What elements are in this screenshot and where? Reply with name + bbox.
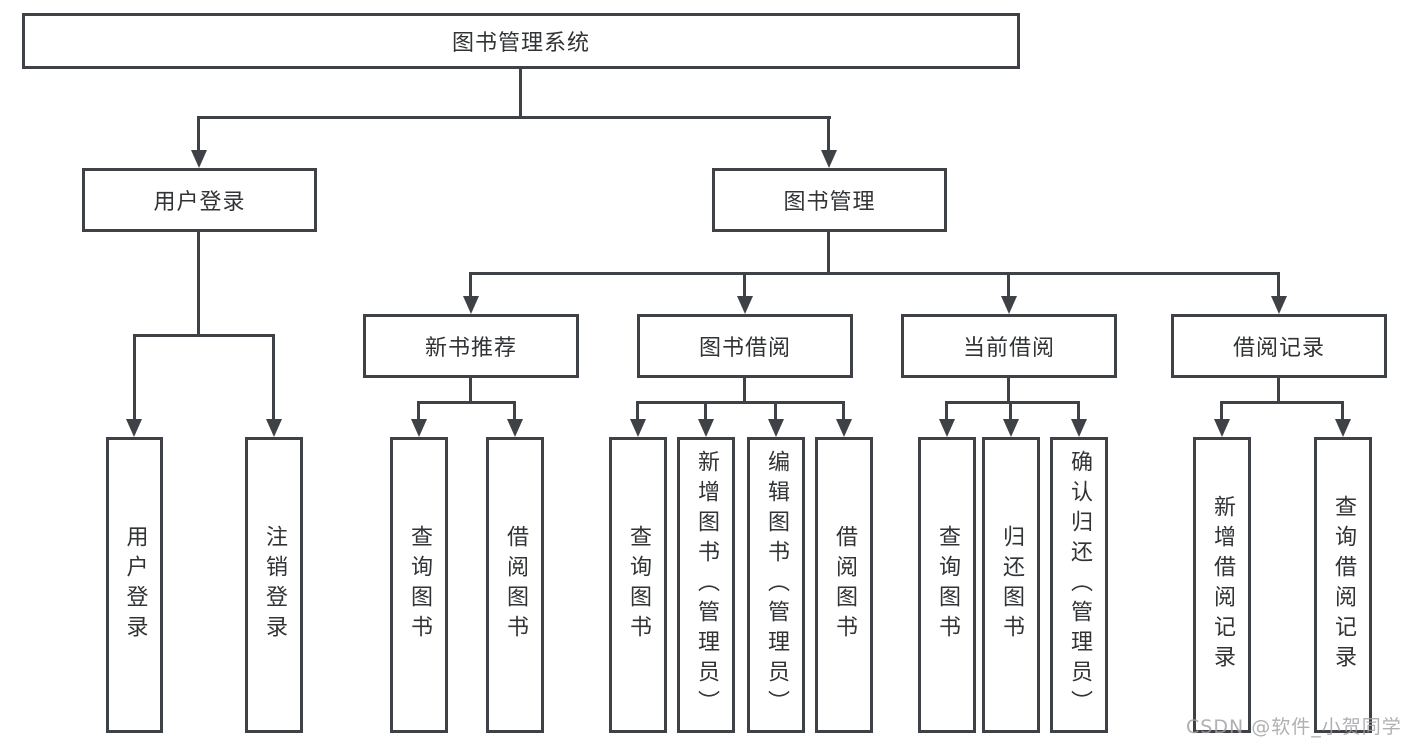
node-label: 借阅记录: [1232, 336, 1325, 361]
node-label: 图书借阅: [698, 336, 791, 361]
node-leaf-edit-books-admin: 编辑图书（管理员）: [747, 437, 805, 733]
connector-line: [272, 334, 275, 420]
connector-line: [1277, 378, 1280, 403]
node-label: 借阅图书: [832, 525, 857, 645]
node-label: 编辑图书（管理员）: [764, 450, 789, 720]
connector-line: [743, 378, 746, 403]
node-leaf-user-login: 用户登录: [106, 437, 163, 733]
connector-line: [519, 69, 522, 117]
node-leaf-query-borrow-record: 查询借阅记录: [1314, 437, 1372, 733]
arrow-down-icon: [630, 419, 646, 437]
connector-line: [417, 401, 516, 404]
node-leaf-query-books-3: 查询图书: [918, 437, 976, 733]
node-label: 用户登录: [122, 525, 148, 645]
arrow-down-icon: [737, 296, 753, 314]
connector-line: [743, 272, 746, 298]
connector-line: [704, 401, 707, 420]
connector-line: [1007, 378, 1010, 403]
arrow-down-icon: [1001, 296, 1017, 314]
connector-line: [827, 116, 830, 151]
node-label: 新书推荐: [424, 336, 517, 361]
node-user-login: 用户登录: [82, 168, 317, 232]
arrow-down-icon: [266, 419, 282, 437]
connector-line: [197, 232, 200, 335]
arrow-down-icon: [836, 419, 852, 437]
node-leaf-query-books-1: 查询图书: [390, 437, 448, 733]
arrow-down-icon: [507, 419, 523, 437]
arrow-down-icon: [1271, 296, 1287, 314]
connector-line: [469, 272, 472, 298]
node-label: 归还图书: [999, 525, 1024, 645]
arrow-down-icon: [411, 419, 427, 437]
connector-line: [1220, 401, 1344, 404]
arrow-down-icon: [191, 150, 207, 168]
arrow-down-icon: [1071, 419, 1087, 437]
node-label: 图书管理系统: [451, 31, 590, 56]
arrow-down-icon: [698, 419, 714, 437]
node-current-borrowing: 当前借阅: [901, 314, 1117, 378]
node-label: 新增图书（管理员）: [694, 450, 719, 720]
connector-line: [417, 401, 420, 420]
node-label: 借阅图书: [503, 525, 528, 645]
connector-line: [513, 401, 516, 420]
node-label: 用户登录: [153, 190, 246, 215]
node-leaf-borrow-books-2: 借阅图书: [815, 437, 873, 733]
node-leaf-query-books-2: 查询图书: [609, 437, 667, 733]
arrow-down-icon: [1214, 419, 1230, 437]
node-leaf-add-books-admin: 新增图书（管理员）: [677, 437, 735, 733]
node-borrowing-records: 借阅记录: [1171, 314, 1387, 378]
connector-line: [636, 401, 639, 420]
connector-line: [842, 401, 845, 420]
connector-line: [1277, 272, 1280, 298]
node-leaf-borrow-books-1: 借阅图书: [486, 437, 544, 733]
connector-line: [945, 401, 948, 420]
arrow-down-icon: [1335, 419, 1351, 437]
arrow-down-icon: [126, 419, 142, 437]
connector-line: [1341, 401, 1344, 420]
arrow-down-icon: [821, 150, 837, 168]
node-label: 注销登录: [262, 525, 287, 645]
connector-line: [1077, 401, 1080, 420]
connector-line: [1007, 272, 1010, 298]
connector-line: [133, 334, 136, 420]
connector-line: [197, 116, 200, 151]
connector-line: [945, 401, 1080, 404]
node-label: 新增借阅记录: [1210, 495, 1235, 675]
node-label: 确认归还（管理员）: [1067, 450, 1092, 720]
csdn-watermark: CSDN @软件_小贺同学: [1186, 716, 1402, 738]
node-book-management: 图书管理: [712, 168, 947, 232]
node-book-borrowing: 图书借阅: [637, 314, 853, 378]
connector-line: [774, 401, 777, 420]
connector-line: [827, 232, 830, 274]
node-label: 查询图书: [407, 525, 432, 645]
node-leaf-logout: 注销登录: [245, 437, 303, 733]
connector-line: [1009, 401, 1012, 420]
node-label: 当前借阅: [962, 336, 1055, 361]
node-leaf-confirm-return-admin: 确认归还（管理员）: [1050, 437, 1108, 733]
connector-line: [133, 334, 275, 337]
node-library-system: 图书管理系统: [22, 13, 1020, 69]
connector-line: [469, 378, 472, 403]
connector-line: [197, 116, 831, 119]
node-label: 查询图书: [626, 525, 651, 645]
arrow-down-icon: [463, 296, 479, 314]
node-label: 查询借阅记录: [1331, 495, 1356, 675]
node-leaf-add-borrow-record: 新增借阅记录: [1193, 437, 1251, 733]
connector-line: [1220, 401, 1223, 420]
connector-line: [636, 401, 845, 404]
connector-line: [469, 272, 1280, 275]
arrow-down-icon: [939, 419, 955, 437]
node-new-book-recommend: 新书推荐: [363, 314, 579, 378]
arrow-down-icon: [1003, 419, 1019, 437]
node-leaf-return-books: 归还图书: [982, 437, 1040, 733]
node-label: 图书管理: [783, 190, 876, 215]
node-label: 查询图书: [935, 525, 960, 645]
arrow-down-icon: [768, 419, 784, 437]
